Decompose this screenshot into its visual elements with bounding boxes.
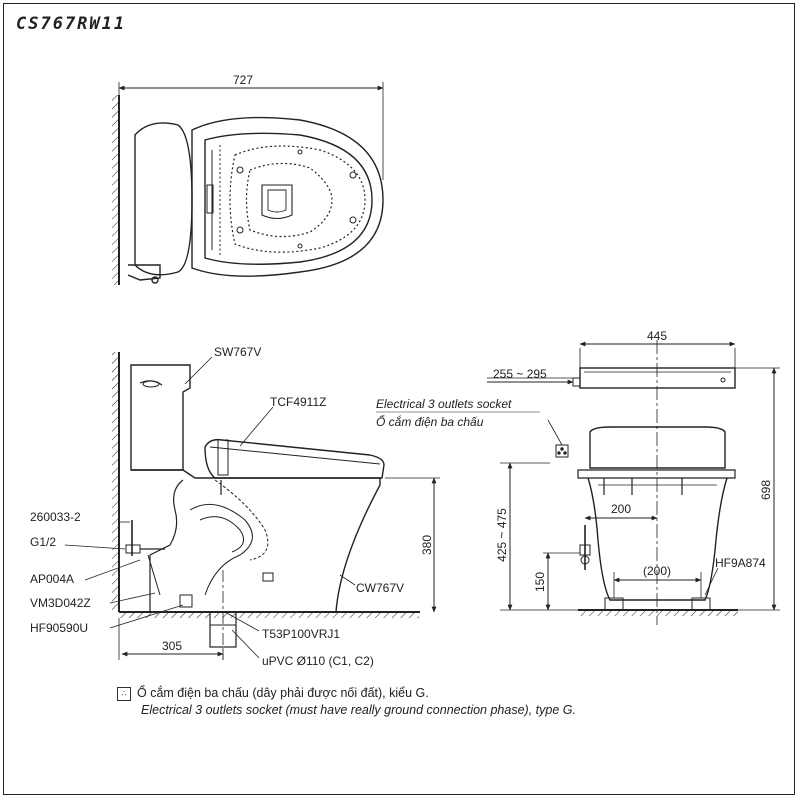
front-view: [487, 340, 780, 625]
footnote: ∴ Ổ cắm điện ba chấu (dây phải được nối đ…: [117, 685, 576, 719]
dim-feet-span: (200): [643, 564, 671, 578]
dim-inlet-height: 425 ~ 475: [495, 508, 509, 562]
label-socket-en: Electrical 3 outlets socket: [376, 397, 512, 411]
footnote-vi: Ổ cắm điện ba chấu (dây phải được nối đấ…: [137, 686, 429, 700]
footnote-en: Electrical 3 outlets socket (must have r…: [141, 703, 576, 717]
top-view: 727: [112, 73, 384, 285]
side-view: 380 305: [64, 352, 440, 660]
label-vm3d042z: VM3D042Z: [30, 596, 91, 610]
drawing-frame: [3, 3, 795, 795]
socket-symbol-icon: ∴: [117, 686, 131, 701]
dim-drain-distance: 305: [162, 639, 182, 653]
dim-front-width: 445: [647, 329, 667, 343]
label-ap004a: AP004A: [30, 572, 74, 586]
dim-socket-range: 255 ~ 295: [493, 367, 547, 381]
dim-outlet-height: 150: [533, 572, 547, 592]
label-supply-hose: HF9A874: [715, 556, 766, 570]
label-bowl: CW767V: [356, 581, 404, 595]
label-adapter: T53P100VRJ1: [262, 627, 340, 641]
dim-seat-height: 380: [420, 535, 434, 555]
model-number: CS767RW11: [16, 14, 127, 34]
label-thread: G1/2: [30, 535, 56, 549]
label-pipe: uPVC Ø110 (C1, C2): [262, 654, 374, 668]
label-seat: TCF4911Z: [270, 395, 326, 409]
dim-top-width: 727: [233, 73, 253, 87]
dim-total-height: 698: [759, 480, 773, 500]
label-hf90590u: HF90590U: [30, 621, 88, 635]
label-tank: SW767V: [214, 345, 261, 359]
label-socket-vi: Ổ cắm điện ba chấu: [376, 414, 484, 429]
label-260033: 260033-2: [30, 510, 81, 524]
dim-wall-offset: 200: [611, 502, 631, 516]
